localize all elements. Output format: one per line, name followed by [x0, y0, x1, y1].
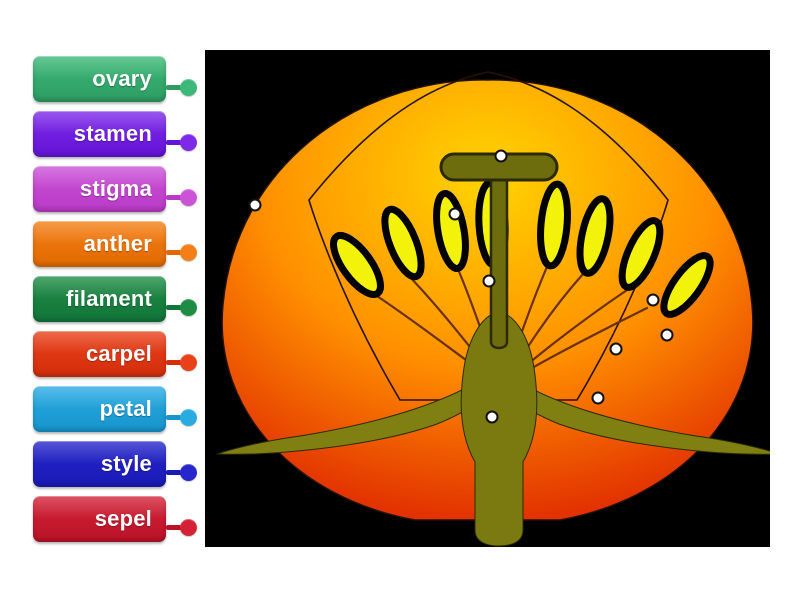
style-shape: [489, 164, 509, 350]
connector-stem-carpel: [166, 360, 182, 365]
connector-petal: [166, 409, 197, 426]
label-text-stamen: stamen: [73, 121, 152, 146]
label-row-sepel: sepel: [33, 496, 208, 542]
connector-stem-anther: [166, 250, 182, 255]
target-dot-t6[interactable]: [660, 328, 674, 342]
target-dot-t1[interactable]: [248, 198, 262, 212]
connector-dot-carpel[interactable]: [180, 354, 197, 371]
connector-stem-petal: [166, 415, 182, 420]
connector-stem-filament: [166, 305, 182, 310]
label-row-style: style: [33, 441, 208, 487]
ovary-shape: [460, 311, 538, 547]
target-dot-t7[interactable]: [609, 342, 623, 356]
connector-stem-ovary: [166, 85, 182, 90]
label-text-sepel: sepel: [94, 506, 152, 531]
label-row-filament: filament: [33, 276, 208, 322]
label-row-ovary: ovary: [33, 56, 208, 102]
label-pill-ovary[interactable]: ovary: [33, 56, 166, 102]
label-pill-filament[interactable]: filament: [33, 276, 166, 322]
target-dot-t2[interactable]: [494, 149, 508, 163]
connector-stem-stamen: [166, 140, 182, 145]
target-dot-t8[interactable]: [591, 391, 605, 405]
label-pill-petal[interactable]: petal: [33, 386, 166, 432]
anther-group: [330, 179, 714, 318]
label-text-carpel: carpel: [85, 341, 152, 366]
label-list: ovary stamen stigma anther filament carpel pet…: [0, 0, 205, 600]
connector-stem-sepel: [166, 525, 182, 530]
flower-diagram: [216, 71, 770, 547]
label-row-stigma: stigma: [33, 166, 208, 212]
connector-ovary: [166, 79, 197, 96]
label-row-stamen: stamen: [33, 111, 208, 157]
connector-stigma: [166, 189, 197, 206]
target-dot-t3[interactable]: [448, 207, 462, 221]
connector-sepel: [166, 519, 197, 536]
connector-stem-stigma: [166, 195, 182, 200]
connector-stem-style: [166, 470, 182, 475]
label-text-stigma: stigma: [79, 176, 152, 201]
label-text-ovary: ovary: [92, 66, 152, 91]
connector-dot-stigma[interactable]: [180, 189, 197, 206]
label-text-style: style: [100, 451, 152, 476]
label-text-filament: filament: [66, 286, 152, 311]
label-pill-stigma[interactable]: stigma: [33, 166, 166, 212]
sepal-shape: [216, 371, 770, 455]
label-row-anther: anther: [33, 221, 208, 267]
connector-dot-filament[interactable]: [180, 299, 197, 316]
connector-anther: [166, 244, 197, 261]
target-dot-t4[interactable]: [482, 274, 496, 288]
label-pill-carpel[interactable]: carpel: [33, 331, 166, 377]
label-row-carpel: carpel: [33, 331, 208, 377]
connector-carpel: [166, 354, 197, 371]
target-dot-t9[interactable]: [485, 410, 499, 424]
connector-dot-style[interactable]: [180, 464, 197, 481]
diagram-image-panel: [205, 50, 770, 547]
connector-dot-stamen[interactable]: [180, 134, 197, 151]
target-dot-t5[interactable]: [646, 293, 660, 307]
label-pill-anther[interactable]: anther: [33, 221, 166, 267]
label-pill-stamen[interactable]: stamen: [33, 111, 166, 157]
label-text-anther: anther: [83, 231, 152, 256]
connector-dot-sepel[interactable]: [180, 519, 197, 536]
label-pill-sepel[interactable]: sepel: [33, 496, 166, 542]
label-row-petal: petal: [33, 386, 208, 432]
connector-dot-petal[interactable]: [180, 409, 197, 426]
label-pill-style[interactable]: style: [33, 441, 166, 487]
connector-stamen: [166, 134, 197, 151]
connector-dot-ovary[interactable]: [180, 79, 197, 96]
connector-style: [166, 464, 197, 481]
connector-dot-anther[interactable]: [180, 244, 197, 261]
label-text-petal: petal: [99, 396, 152, 421]
connector-filament: [166, 299, 197, 316]
